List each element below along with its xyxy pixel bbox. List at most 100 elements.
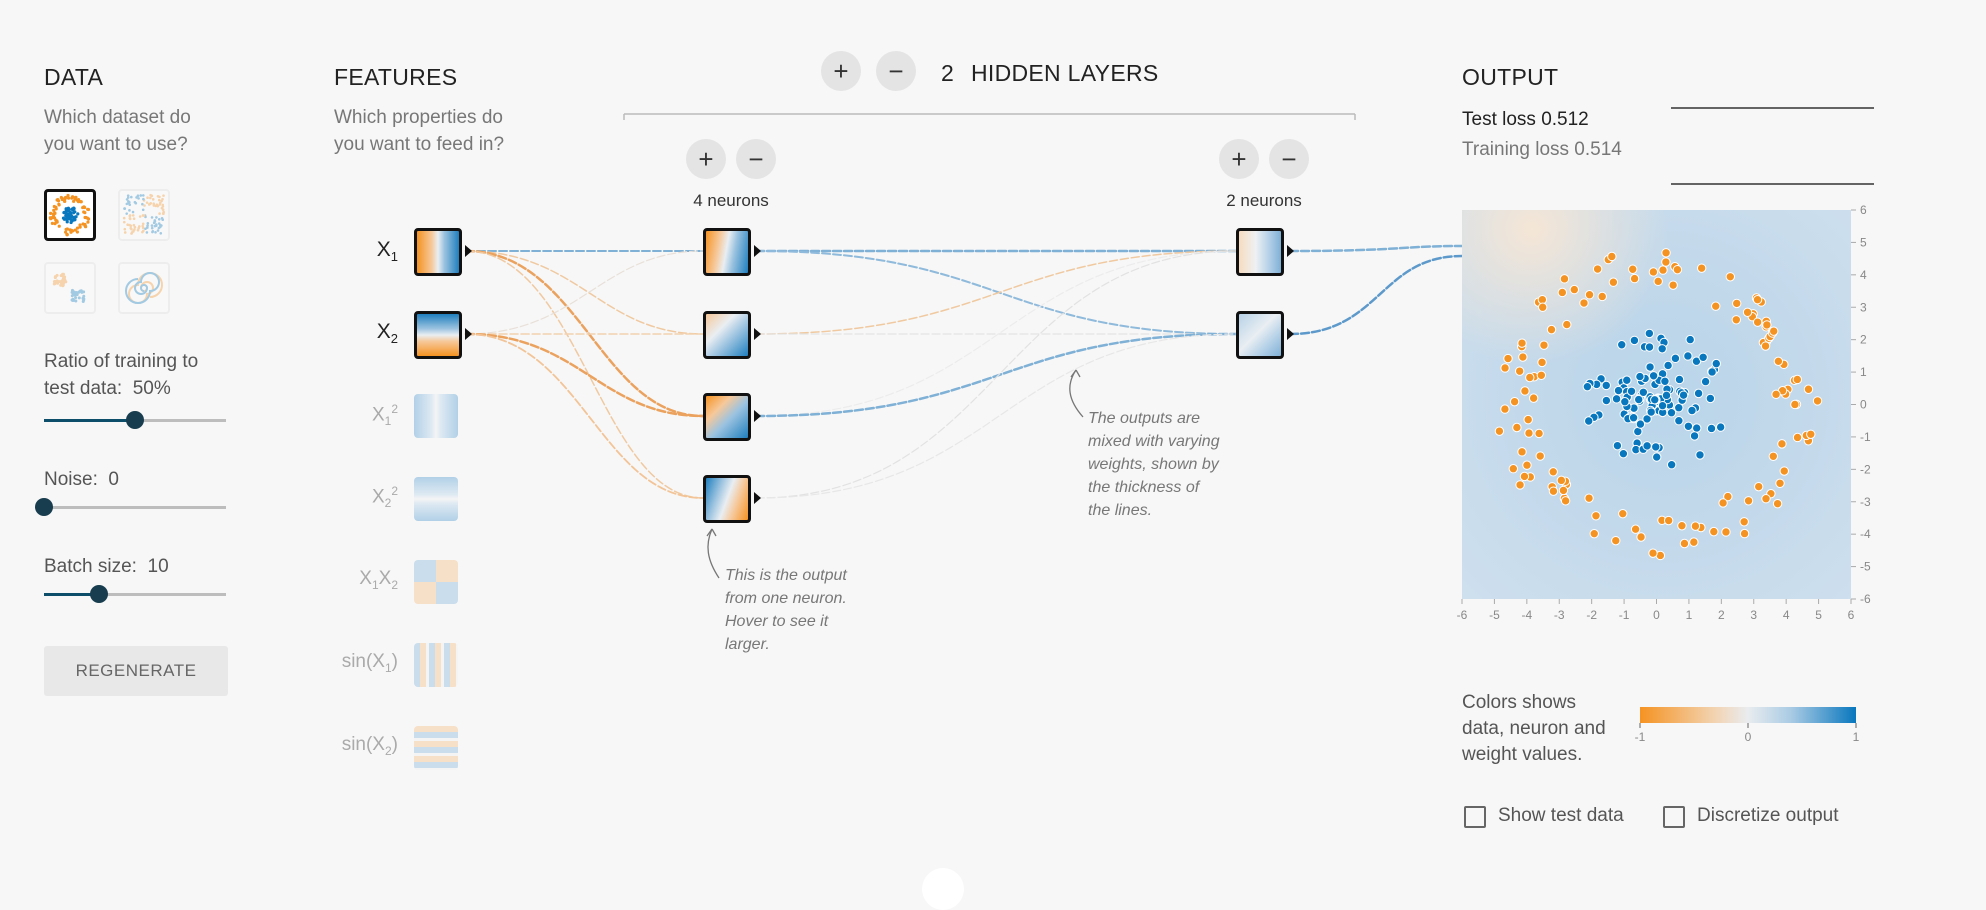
show-test-data-label[interactable]: Show test data: [1498, 805, 1624, 826]
feature-node-sin-x1[interactable]: [414, 643, 458, 687]
batch-slider-fill: [44, 593, 99, 596]
data-point: [1622, 375, 1632, 385]
data-point: [1707, 367, 1717, 377]
x-tick-label: -3: [1554, 608, 1565, 622]
data-point: [1524, 428, 1534, 438]
feature-x2-sub: 2: [390, 331, 398, 347]
data-point: [1517, 447, 1527, 457]
data-point: [1721, 527, 1731, 537]
layer1-add-neuron-button[interactable]: +: [686, 139, 726, 179]
dataset-xor-button[interactable]: [118, 189, 170, 241]
data-point: [1584, 290, 1595, 300]
legend-tick-min: -1: [1635, 730, 1646, 744]
layer1-remove-neuron-button[interactable]: −: [736, 139, 776, 179]
hidden-layers-count: 2: [941, 60, 955, 86]
x-tick-label: 3: [1750, 608, 1757, 622]
layer2-add-neuron-button[interactable]: +: [1219, 139, 1259, 179]
data-point: [1812, 396, 1823, 406]
data-point: [1674, 374, 1685, 385]
data-point: [1559, 274, 1570, 284]
neuron-l2-2[interactable]: [1236, 311, 1284, 359]
neuron-l1-3[interactable]: [703, 393, 751, 441]
feature-node-x1-squared[interactable]: [414, 394, 458, 438]
neuron-l1-1[interactable]: [703, 228, 751, 276]
dataset-gaussian-button[interactable]: [44, 262, 96, 314]
link-m1-out: [1288, 244, 1464, 253]
data-point: [1525, 372, 1535, 383]
data-point: [1601, 395, 1612, 406]
data-point: [1689, 537, 1699, 547]
data-point: [1772, 498, 1783, 509]
hidden-layers-title: HIDDEN LAYERS: [971, 60, 1159, 86]
data-point: [1670, 353, 1681, 364]
data-point: [1663, 515, 1674, 526]
data-point: [1503, 353, 1513, 364]
data-point: [1548, 467, 1558, 477]
data-point: [1645, 362, 1655, 372]
link-n3-m1: [755, 250, 1238, 417]
regenerate-button[interactable]: REGENERATE: [44, 646, 228, 696]
feature-node-x1[interactable]: [414, 228, 462, 276]
noise-slider-knob[interactable]: [35, 498, 53, 516]
data-point: [1650, 395, 1660, 405]
data-point: [1520, 386, 1530, 396]
batch-slider-knob[interactable]: [89, 585, 108, 603]
add-layer-button[interactable]: +: [821, 51, 861, 91]
feature-node-x1x2[interactable]: [414, 560, 458, 604]
data-point: [1668, 280, 1678, 290]
neuron-l1-2[interactable]: [703, 311, 751, 359]
feature-node-sin-x2[interactable]: [414, 726, 458, 770]
circle-dataset-icon: [48, 193, 91, 237]
data-subtitle-line1: Which dataset do: [44, 107, 191, 128]
annotation-arrow-neuron-head: [706, 528, 717, 537]
neuron-l2-1-arrow: [1287, 245, 1294, 257]
annotation-weights-line5: the lines.: [1088, 502, 1153, 519]
noise-slider-track[interactable]: [44, 506, 226, 509]
data-point: [1768, 451, 1778, 461]
data-point: [1762, 320, 1772, 330]
feature-node-x2-squared[interactable]: [414, 477, 458, 521]
ratio-slider-knob[interactable]: [126, 411, 144, 429]
link-m2-out: [1288, 254, 1464, 336]
scroll-down-button[interactable]: [922, 868, 964, 910]
neuron-l1-4-arrow: [754, 492, 761, 504]
data-point: [1548, 486, 1559, 496]
dataset-spiral-button[interactable]: [118, 262, 170, 314]
neuron-l1-4[interactable]: [703, 475, 751, 523]
discretize-output-label[interactable]: Discretize output: [1697, 805, 1839, 826]
discretize-output-checkbox[interactable]: [1663, 806, 1685, 828]
dataset-circle-button[interactable]: [44, 189, 96, 241]
batch-slider-track[interactable]: [44, 593, 226, 596]
data-point: [1629, 273, 1640, 284]
layer2-remove-neuron-button[interactable]: −: [1269, 139, 1309, 179]
data-point: [1725, 272, 1735, 282]
data-point: [1628, 264, 1638, 274]
y-tick-label: -3: [1860, 495, 1871, 509]
legend-tick-max: 1: [1853, 730, 1860, 744]
neuron-l2-1[interactable]: [1236, 228, 1284, 276]
data-point: [1556, 475, 1567, 486]
feature-node-x2[interactable]: [414, 311, 462, 359]
y-tick-label: -6: [1860, 592, 1871, 606]
noise-value: 0: [108, 469, 119, 490]
data-subtitle-line2: you want to use?: [44, 134, 188, 155]
link-x2-n1: [465, 250, 704, 335]
link-x1-n3: [464, 249, 705, 418]
show-test-data-checkbox[interactable]: [1464, 806, 1486, 828]
data-point: [1693, 388, 1704, 399]
annotation-arrow-weights-head: [1070, 369, 1081, 378]
minus-icon: −: [748, 143, 764, 174]
feature-sinx2-base: sin(X: [341, 734, 385, 755]
data-point: [1742, 307, 1753, 317]
data-point: [1769, 326, 1779, 336]
feature-sinx2-extra: ): [391, 734, 398, 755]
data-point: [1709, 526, 1719, 537]
remove-layer-button[interactable]: −: [876, 51, 916, 91]
plus-icon: +: [833, 55, 849, 86]
data-point: [1739, 517, 1749, 527]
data-title: DATA: [44, 64, 104, 90]
feature-label-sin-x1: sin(X1): [328, 651, 398, 675]
data-point: [1582, 381, 1593, 392]
